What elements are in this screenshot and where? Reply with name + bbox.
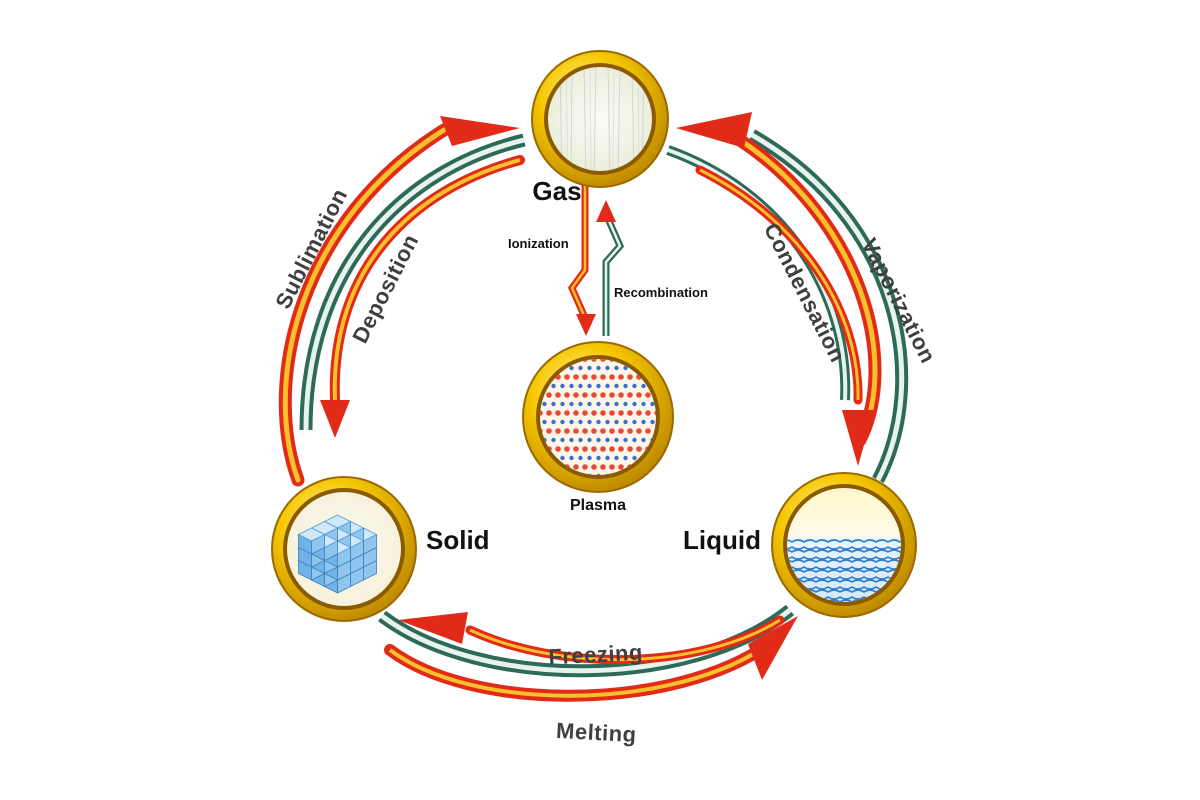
solid-label: Solid: [426, 525, 490, 555]
transition-arcs: [278, 112, 909, 702]
solid-state: [271, 476, 417, 622]
freezing-arrowhead: [398, 612, 468, 644]
gas-state: [531, 50, 669, 188]
condensation-arrowhead: [842, 410, 874, 466]
vaporization-arrowhead: [676, 112, 752, 148]
ionization-label: Ionization: [508, 236, 569, 251]
ice-cube-icon: [297, 514, 378, 594]
melting-label: Melting: [556, 718, 638, 747]
liquid-label: Liquid: [683, 525, 761, 555]
freezing-label: Freezing: [548, 640, 644, 670]
deposition-arrowhead: [320, 400, 350, 438]
plasma-state: [522, 341, 674, 493]
liquid-state: [771, 472, 917, 618]
sublimation-arrowhead: [440, 116, 520, 146]
gas-label: Gas: [532, 176, 581, 206]
recombination-label: Recombination: [614, 285, 708, 300]
melting-arrowhead: [748, 616, 798, 680]
plasma-label: Plasma: [570, 497, 626, 514]
